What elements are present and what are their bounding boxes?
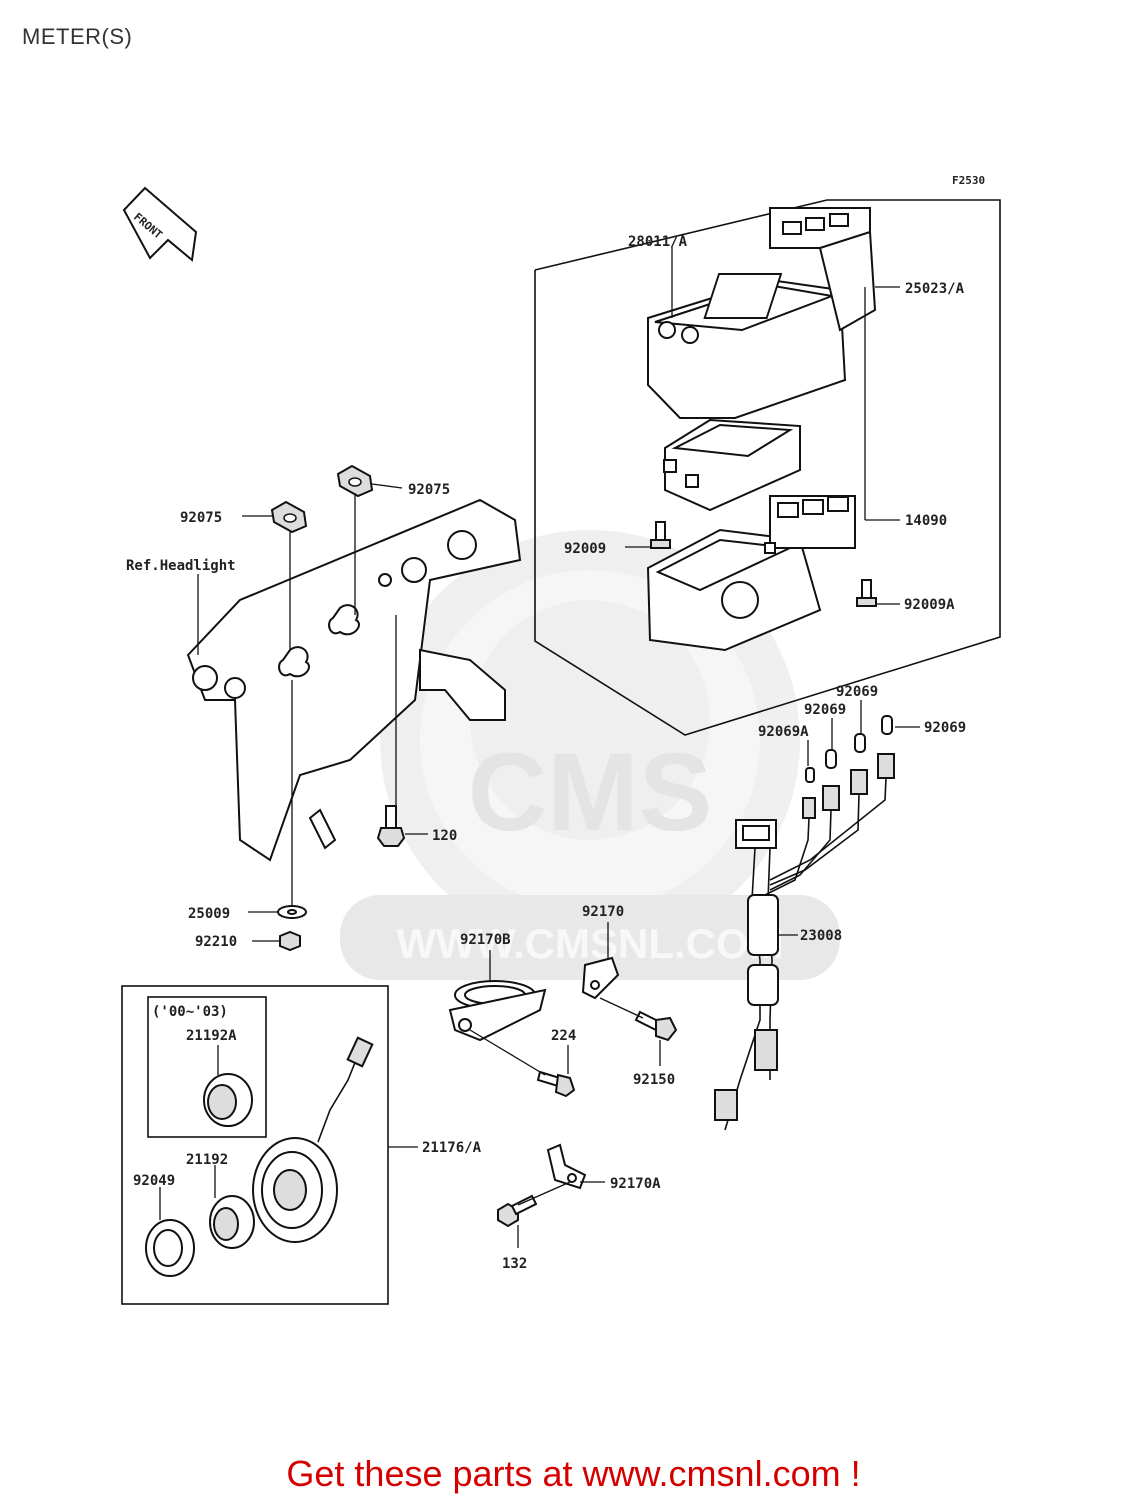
label-92069-right: 92069 bbox=[924, 720, 966, 736]
grommet-92075-right bbox=[336, 464, 374, 498]
label-25009: 25009 bbox=[188, 906, 230, 922]
label-92075-left: 92075 bbox=[180, 510, 222, 526]
label-23008: 23008 bbox=[800, 928, 842, 944]
svg-text:WWW.CMSNL.COM: WWW.CMSNL.COM bbox=[396, 920, 783, 967]
label-92150: 92150 bbox=[633, 1072, 675, 1088]
leader-lines bbox=[159, 246, 920, 1248]
label-92170b: 92170B bbox=[460, 932, 511, 948]
clamp-92170b bbox=[448, 980, 547, 1042]
wiring-harness-23008 bbox=[714, 777, 887, 1131]
label-92170a: 92170A bbox=[610, 1176, 661, 1192]
label-25023a: 25023/A bbox=[905, 281, 965, 297]
bolt-92150 bbox=[634, 1010, 678, 1042]
bulb-sockets-92069 bbox=[802, 715, 895, 819]
front-arrow-icon: FRONT bbox=[122, 186, 198, 262]
figure-code: F2530 bbox=[952, 174, 985, 187]
label-28011a: 28011/A bbox=[628, 234, 688, 250]
seal-92049 bbox=[145, 1219, 195, 1277]
gear-box-21176 bbox=[252, 1036, 374, 1243]
label-120: 120 bbox=[432, 828, 457, 844]
washer-25009 bbox=[277, 905, 307, 919]
label-21192: 21192 bbox=[186, 1152, 228, 1168]
label-ref-headlight: Ref.Headlight bbox=[126, 558, 236, 574]
label-92075-right: 92075 bbox=[408, 482, 450, 498]
bolt-224 bbox=[536, 1070, 576, 1098]
label-92009a: 92009A bbox=[904, 597, 955, 613]
screw-92009a bbox=[856, 579, 877, 607]
footer-cta-link[interactable]: Get these parts at www.cmsnl.com ! bbox=[286, 1453, 861, 1494]
label-21176a: 21176/A bbox=[422, 1140, 482, 1156]
bracket-92170a bbox=[546, 1143, 587, 1190]
bolt-120 bbox=[376, 805, 406, 847]
gear-box-group-outline bbox=[121, 985, 389, 1305]
bolt-132 bbox=[497, 1194, 538, 1228]
label-14090: 14090 bbox=[905, 513, 947, 529]
page-title: METER(S) bbox=[22, 24, 133, 49]
meter-assembly-outline bbox=[534, 199, 1001, 736]
label-92069-top: 92069 bbox=[836, 684, 878, 700]
meter-lens bbox=[663, 418, 801, 512]
watermark-logo: CMS WWW.CMSNL.COM bbox=[340, 530, 840, 980]
label-224: 224 bbox=[551, 1028, 576, 1044]
gear-21192a bbox=[203, 1073, 253, 1127]
label-92049: 92049 bbox=[133, 1173, 175, 1189]
parts-diagram: CMS WWW.CMSNL.COM FRONT F2530 bbox=[121, 174, 1001, 1305]
meter-bracket bbox=[186, 498, 522, 862]
year-variant-outline bbox=[147, 996, 267, 1138]
label-92069a: 92069A bbox=[758, 724, 809, 740]
label-year-range: ('00~'03) bbox=[152, 1004, 228, 1020]
bracket-92170 bbox=[581, 956, 620, 1000]
label-21192a: 21192A bbox=[186, 1028, 237, 1044]
screw-92009 bbox=[650, 521, 671, 549]
meter-case-14090 bbox=[646, 495, 856, 652]
svg-text:CMS: CMS bbox=[468, 731, 712, 854]
label-92210: 92210 bbox=[195, 934, 237, 950]
label-92009: 92009 bbox=[564, 541, 606, 557]
meter-cover-28011 bbox=[647, 207, 877, 419]
label-132: 132 bbox=[502, 1256, 527, 1272]
label-92170: 92170 bbox=[582, 904, 624, 920]
label-92069-mid: 92069 bbox=[804, 702, 846, 718]
nut-92210 bbox=[279, 930, 301, 952]
gear-21192 bbox=[209, 1195, 255, 1249]
grommet-92075-left bbox=[270, 500, 308, 534]
